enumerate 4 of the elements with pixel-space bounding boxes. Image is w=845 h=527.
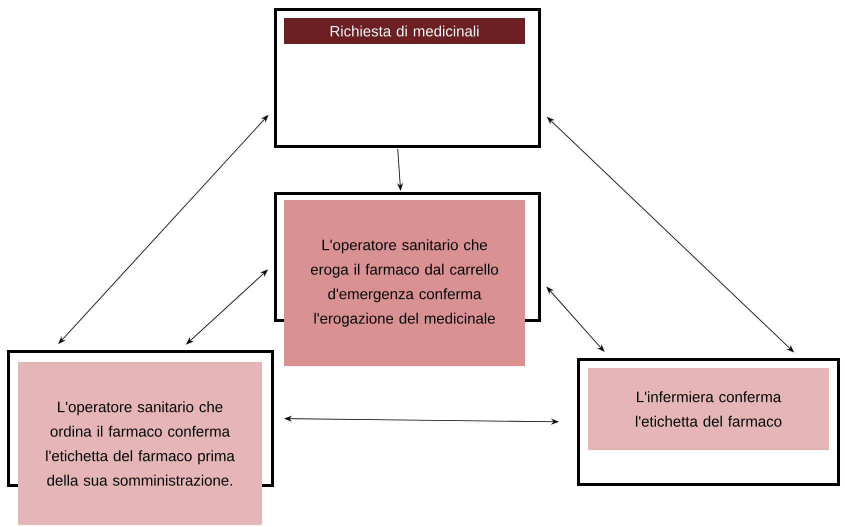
process-box: L'infermiera conferma l'etichetta del farmaco [577, 358, 840, 486]
process-box: Richiesta di medicinali [274, 8, 541, 148]
process-box: L'operatore sanitario che eroga il farmaco dal carrello d'emergenza conferma l'erogazione del medicinale [274, 192, 541, 366]
process-box: L'operatore sanitario che ordina il farmaco conferma l'etichetta del farmaco prima della sua somministrazione. [7, 350, 274, 525]
